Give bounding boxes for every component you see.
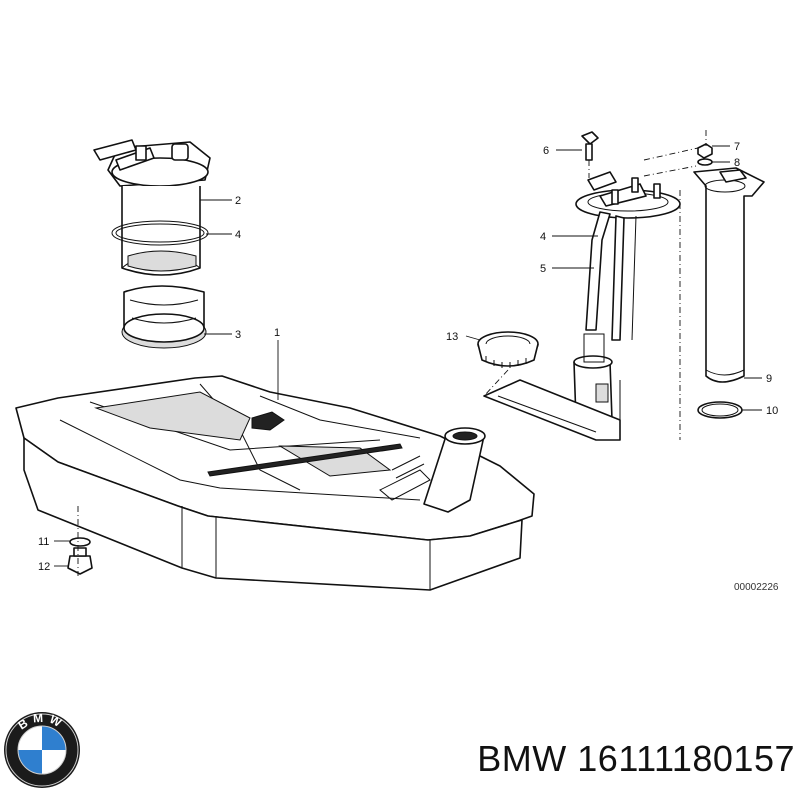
sender-housing-assembly — [93, 139, 211, 349]
callout-10: 10 — [766, 405, 778, 417]
callout-5: 5 — [540, 263, 546, 275]
callout-1: 1 — [274, 327, 280, 339]
callout-13: 13 — [446, 331, 458, 343]
callout-2: 2 — [235, 195, 241, 207]
callout-3: 3 — [235, 329, 241, 341]
fuel-tank — [15, 375, 535, 591]
callout-8: 8 — [734, 157, 740, 169]
leader-lines — [54, 145, 762, 567]
part-number-caption: BMW 16111180157 — [477, 738, 795, 779]
fuel-pump-assembly — [483, 131, 699, 441]
drawing-reference: 00002226 — [734, 582, 779, 593]
callout-labels: 2 4 3 1 6 7 8 4 5 13 9 10 11 12 00002226 — [38, 141, 779, 593]
callout-4-left: 4 — [235, 229, 241, 241]
callout-7: 7 — [734, 141, 740, 153]
callout-9: 9 — [766, 373, 772, 385]
bmw-roundel-logo: BMW — [4, 711, 80, 788]
callout-12: 12 — [38, 561, 50, 573]
fuel-filter-canister — [693, 130, 765, 419]
callout-6: 6 — [543, 145, 549, 157]
callout-4-right: 4 — [540, 231, 546, 243]
gasket-ring — [477, 331, 539, 397]
callout-11: 11 — [38, 536, 49, 548]
